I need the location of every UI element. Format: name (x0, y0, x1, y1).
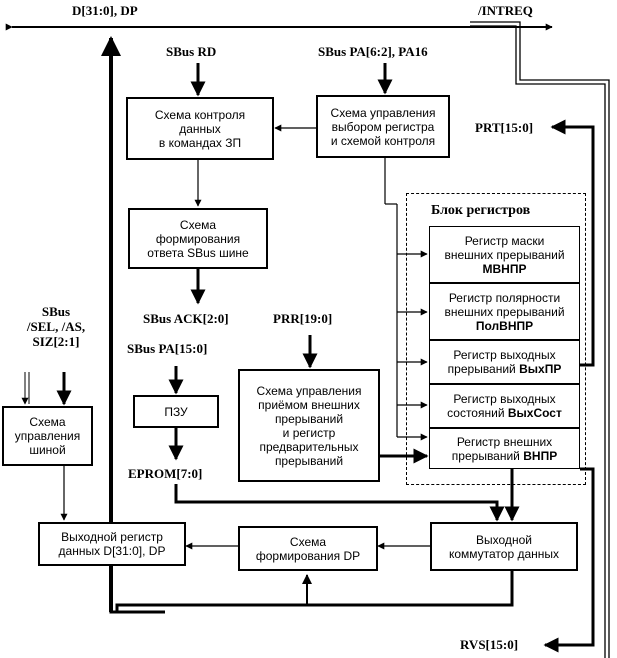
mux-bottom-bus (115, 571, 514, 612)
external-int-receive-block: Схема управления приёмом внешних прерыва… (238, 369, 380, 482)
rom-block: ПЗУ (133, 395, 219, 428)
sbus-pa-rom-label: SBus PA[15:0] (127, 341, 208, 356)
register-vyhsost-line1: Регистр выходных (453, 392, 556, 406)
sbus-ack-label: SBus ACK[2:0] (143, 311, 229, 326)
eprom-to-mux-line (174, 484, 505, 522)
register-vyhpr-line1: Регистр выходных (453, 348, 556, 362)
register-block-title: Блок регистров (431, 203, 531, 218)
register-mvnpr-abbr: МВНПР (482, 261, 527, 276)
rom-text: ПЗУ (164, 404, 188, 419)
output-mux-block: Выходной коммутатор данных (430, 522, 578, 571)
prt-label: PRT[15:0] (475, 120, 534, 135)
register-vyhpr-line2: прерываний (447, 362, 516, 376)
output-data-register-text: Выходной регистр данных D[31:0], DP (58, 530, 166, 558)
prt-line (550, 119, 595, 367)
data-control-block: Схема контроля данных в командах ЗП (126, 97, 274, 160)
register-block-frame (406, 193, 586, 485)
rvs-line (543, 467, 595, 653)
output-mux-text: Выходной коммутатор данных (448, 532, 560, 561)
data-control-text: Схема контроля данных в командах ЗП (154, 107, 246, 150)
sbus-rd-label: SBus RD (166, 44, 217, 59)
register-vyhpr-abbr: ВыхПР (519, 362, 562, 376)
register-vnpr-line2: прерываний (451, 448, 520, 463)
register-select-text: Схема управления выбором регистра и схем… (330, 105, 436, 148)
register-vyhsost-line2: состояний (447, 406, 505, 420)
register-vnpr-abbr: ВНПР (523, 448, 558, 463)
intreq-line (470, 21, 610, 658)
bus-control-text: Схема управления шиной (14, 415, 81, 457)
sbus-response-text: Схема формирования ответа SBus шине (147, 217, 249, 260)
dp-former-block: Схема формирования DP (238, 526, 378, 571)
prr-label: PRR[19:0] (273, 311, 333, 326)
intreq-label: /INTREQ (478, 3, 533, 18)
register-polvnpr-line2: внешних прерываний (444, 304, 565, 319)
data-bus-label: D[31:0], DP (72, 3, 138, 18)
register-vnpr-line1: Регистр внешних (456, 434, 553, 449)
sbus-ctrl-label: SBus /SEL, /AS, SIZ[2:1] (26, 304, 86, 349)
register-mvnpr-line2: внешних прерываний (444, 247, 565, 262)
external-int-receive-text: Схема управления приёмом внешних прерыва… (256, 383, 362, 468)
register-select-block: Схема управления выбором регистра и схем… (316, 95, 450, 158)
sbus-ctrl-arrows (21, 372, 72, 406)
sbus-pa-sel-label: SBus PA[6:2], PA16 (318, 44, 428, 59)
rvs-label: RVS[15:0] (460, 637, 519, 652)
register-polvnpr-abbr: ПолВНПР (475, 318, 534, 333)
register-vyhsost-abbr: ВыхСост (507, 406, 562, 420)
eprom-label: EPROM[7:0] (128, 466, 203, 481)
register-polvnpr-line1: Регистр полярности (448, 290, 561, 305)
register-mvnpr-line1: Регистр маски (464, 233, 545, 248)
bus-control-block: Схема управления шиной (2, 406, 93, 466)
output-data-register-block: Выходной регистр данных D[31:0], DP (38, 522, 186, 566)
dp-former-text: Схема формирования DP (255, 534, 361, 563)
sbus-response-block: Схема формирования ответа SBus шине (128, 208, 268, 269)
output-bottom-line (109, 565, 165, 614)
select-to-registers-lines (384, 158, 398, 437)
